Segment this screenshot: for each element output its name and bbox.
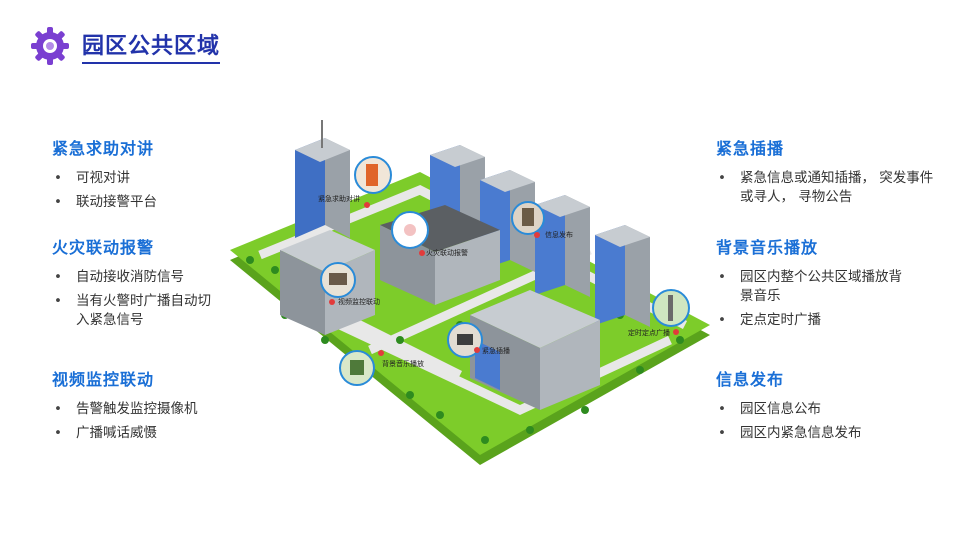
list-item: 紧急信息或通知插播， 突发事件或寻人， 寻物公告 [716,169,936,207]
section-emergency-intercom: 紧急求助对讲 可视对讲 联动接警平台 [52,135,292,217]
list-item: 自动接收消防信号 [52,268,212,287]
section-video-surveillance: 视频监控联动 告警触发监控摄像机 广播喊话威慑 [52,366,292,448]
campus-map: 紧急求助对讲 火灾联动报警 信息发布 视频监控联动 定时定点广播 背景音乐播放 … [230,120,710,465]
section-heading: 信息发布 [716,370,785,389]
map-label-insert: 紧急插播 [482,346,510,355]
map-pin-icon [419,250,425,256]
section-fire-alarm: 火灾联动报警 自动接收消防信号 当有火警时广播自动切入紧急信号 [52,234,212,335]
page-title: 园区公共区域 [82,28,221,64]
building-front [470,290,600,410]
map-pin-icon [378,350,384,356]
map-label-fire: 火灾联动报警 [426,248,468,257]
list-item: 告警触发监控摄像机 [52,400,292,419]
list-item: 当有火警时广播自动切入紧急信号 [52,292,212,330]
building-tower-left [295,120,350,238]
section-heading: 紧急求助对讲 [52,139,155,158]
list-item: 园区内整个公共区域播放背景音乐 [716,268,906,306]
map-label-intercom: 紧急求助对讲 [318,194,360,203]
section-heading: 火灾联动报警 [52,238,155,257]
map-label-video: 视频监控联动 [338,297,380,306]
list-item: 联动接警平台 [52,193,292,212]
callout-bgm: 背景音乐播放 [339,350,424,386]
callout-fire: 火灾联动报警 [391,211,468,257]
gear-logo-icon [31,27,69,65]
map-pin-icon [673,329,679,335]
section-heading: 紧急插播 [716,139,785,158]
map-pin-icon [474,347,480,353]
list-item: 园区信息公布 [716,400,936,419]
callout-video: 视频监控联动 [320,262,380,306]
building-mid [280,205,500,335]
section-info-release: 信息发布 园区信息公布 园区内紧急信息发布 [716,366,936,448]
map-pin-icon [329,299,335,305]
list-item: 园区内紧急信息发布 [716,424,936,443]
map-pin-icon [534,232,540,238]
map-pin-icon [364,202,370,208]
section-heading: 背景音乐播放 [716,238,819,257]
list-item: 广播喊话威慑 [52,424,292,443]
section-heading: 视频监控联动 [52,370,155,389]
callout-insert: 紧急插播 [447,322,510,358]
callout-info: 信息发布 [511,201,573,239]
callout-timed: 定时定点广播 [628,289,690,337]
map-label-info: 信息发布 [545,230,573,239]
map-label-timed: 定时定点广播 [628,328,670,337]
page-header: 园区公共区域 [28,24,221,68]
section-background-music: 背景音乐播放 园区内整个公共区域播放背景音乐 定点定时广播 [716,234,906,335]
section-emergency-insert: 紧急插播 紧急信息或通知插播， 突发事件或寻人， 寻物公告 [716,135,936,212]
map-label-bgm: 背景音乐播放 [382,359,424,368]
list-item: 可视对讲 [52,169,292,188]
list-item: 定点定时广播 [716,311,906,330]
callout-intercom: 紧急求助对讲 [318,156,392,208]
